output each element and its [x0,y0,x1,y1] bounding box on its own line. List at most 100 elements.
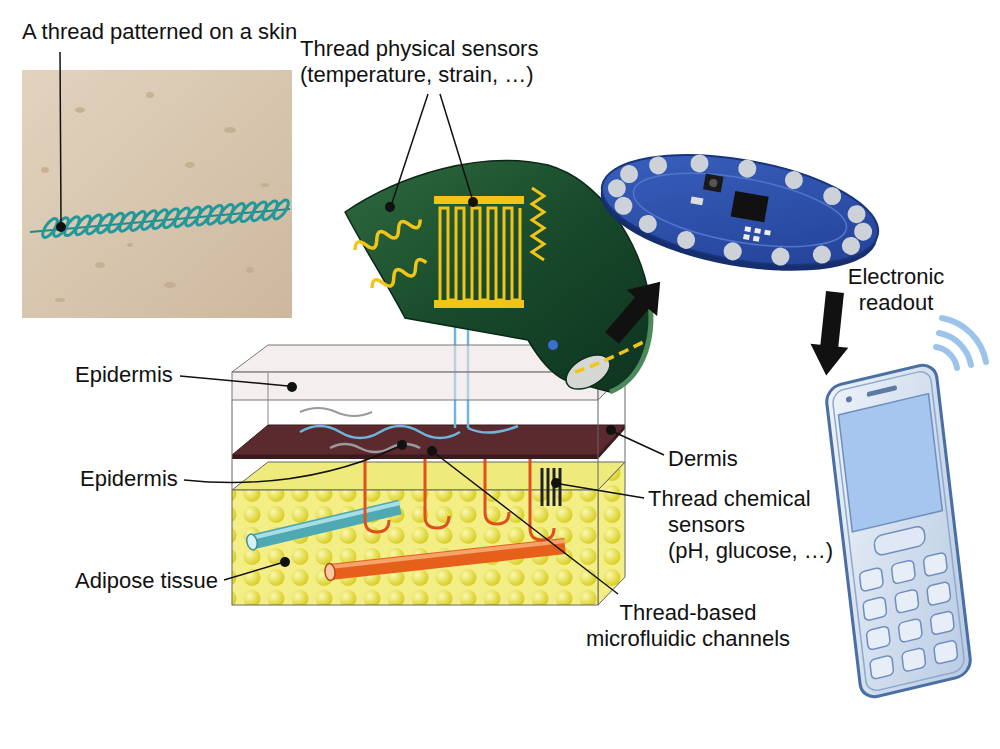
leader-lines [224,563,281,580]
readout-board [846,204,867,225]
leader-lines [392,94,428,203]
readout-board [764,230,771,236]
readout-board [783,170,804,191]
skin-photo [55,298,65,302]
layer-label: Epidermis [80,466,178,492]
leader-lines [560,484,644,498]
leader-lines [60,52,61,222]
mobile-phone [891,560,915,585]
readout-board [637,213,658,234]
wireless-waves [936,318,986,368]
physical-sensor-patch [369,257,428,293]
skin-photo [185,162,195,168]
microfluidic-channels [425,458,449,528]
chemical-sensor [547,468,550,506]
skin-photo [261,183,269,187]
skin-photo [127,243,133,247]
block-arrow [597,269,676,351]
leader-dots [56,197,616,567]
microfluidic-channels [485,458,509,524]
skin-photo [75,107,85,113]
mobile-phone [825,362,972,700]
mobile-phone [838,394,942,532]
chemical-sensor [542,468,560,506]
leader-lines [60,52,664,594]
microfluidic-channels [530,458,554,540]
leader-dots [468,197,478,207]
mobile-phone [895,589,919,614]
leader-lines [440,94,472,198]
mobile-phone [923,552,947,577]
leader-dots [606,425,616,435]
photo-caption: A thread patterned on a skin [22,19,297,45]
mobile-phone [825,362,972,700]
readout-board [703,174,724,193]
layer-label: Epidermis [75,362,173,388]
physical-sensor-patch [440,208,520,300]
physical-sensor-patch [352,214,422,255]
block-arrow [807,290,854,378]
physical-sensor-patch [434,196,524,204]
readout-board [709,178,718,187]
dermis-layer [232,425,625,459]
sensor-threads [300,408,372,416]
wireless-waves [942,318,986,362]
mobile-phone [867,385,898,397]
adipose-layer [232,462,625,490]
mobile-phone [927,581,951,606]
readout-board [753,236,760,242]
sensor-threads [468,426,518,433]
microfluidic-channels [252,507,400,542]
readout-board [690,196,703,205]
leader-dots [551,478,561,488]
readout-board [648,155,669,176]
mobile-phone [873,525,925,556]
leader-dots [385,202,395,212]
dermis-layer [232,455,598,459]
skin-photo [146,92,154,98]
readout-board [811,244,832,265]
leader-lines [180,376,288,386]
readout-board [722,241,743,262]
leader-dots [427,446,437,456]
mobile-phone [859,567,883,592]
adipose-layer [232,462,625,605]
mobile-phone [930,611,954,636]
dermis-layer [598,425,625,459]
skin-photo [95,262,105,268]
epidermis-layer [232,400,233,490]
leader-lines [184,447,398,483]
readout-board [822,186,843,207]
readout-board [731,191,769,223]
leader-dots [56,222,66,232]
epidermis-layer [268,373,269,425]
skin-photo [271,198,291,221]
readout-board [628,160,852,261]
readout-board [593,136,886,283]
microfluidic-channels [245,458,565,581]
mobile-phone [870,655,894,680]
sensor-label: Thread chemical sensors (pH, glucose, …) [648,486,853,564]
skin-photo [22,70,292,318]
layer-label: Adipose tissue [75,568,218,594]
microfluidic-channels [324,563,336,581]
skin-photo [246,267,254,273]
readout-board [737,158,758,179]
chemical-sensor [541,468,544,506]
epidermis-layer [598,400,599,490]
microfluidic-channels [245,533,258,551]
readout-board [689,153,710,174]
readout-board [744,226,751,232]
physical-sensor-patch [532,188,544,260]
readout-board [770,246,791,267]
layer-label: Dermis [668,446,738,472]
sensor-threads [300,426,460,438]
wrap-spacer [763,512,853,538]
skin-photo [224,127,236,133]
mobile-phone [934,640,958,665]
readout-board [754,228,761,234]
skin-photo [22,70,292,318]
adipose-layer [232,490,598,605]
readout-board [676,229,697,250]
